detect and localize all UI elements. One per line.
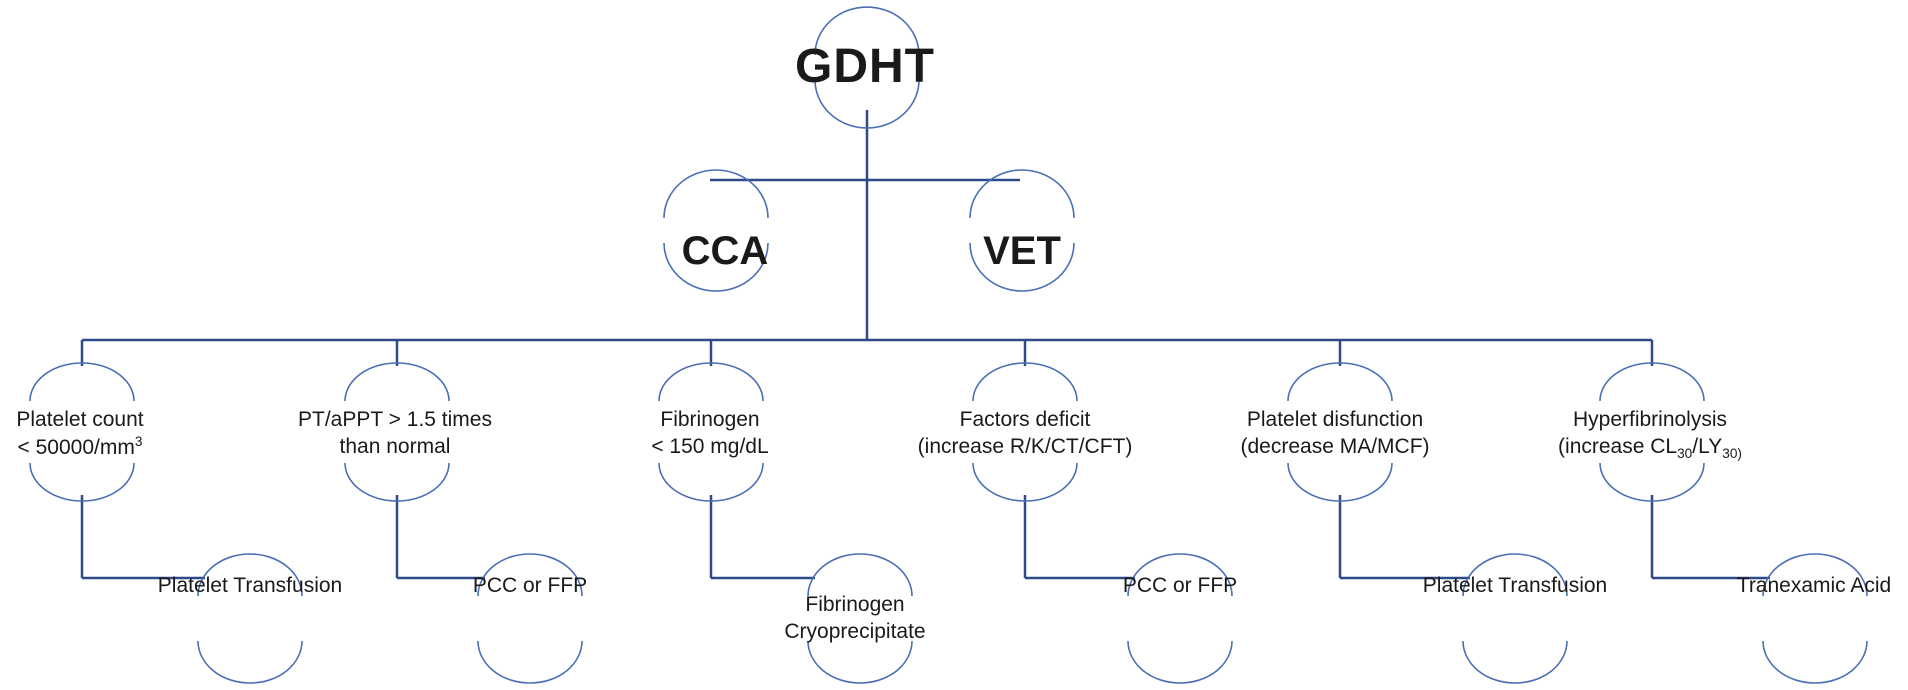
root-label: GDHT: [795, 40, 935, 93]
treatment-arc-bottom-4: [1462, 640, 1568, 684]
condition-line1: Platelet disfunction: [1246, 408, 1424, 431]
condition-line1: PT/aPPT > 1.5 times: [298, 408, 492, 431]
condition-line2: (increase CL30/LY30): [1558, 435, 1742, 462]
treatment-arc-top-2: [807, 553, 913, 597]
condition-platelet-disfunction: Platelet disfunction (decrease MA/MCF): [1220, 406, 1450, 461]
condition-arc-bottom-4: [1287, 462, 1393, 502]
condition-line1: Hyperfibrinolysis: [1572, 408, 1728, 431]
root-arc-bottom: [814, 79, 920, 129]
treatment-label: Platelet Transfusion: [1422, 574, 1608, 597]
condition-line2: < 50000/mm3: [17, 434, 143, 460]
treatment-platelet-transfusion-1: Platelet Transfusion: [150, 572, 350, 599]
condition-line1: Factors deficit: [959, 408, 1091, 431]
condition-arc-bottom-1: [344, 462, 450, 502]
condition-line1: Platelet count: [16, 408, 144, 431]
treatment-arc-bottom-1: [477, 640, 583, 684]
condition-fibrinogen: Fibrinogen < 150 mg/dL: [620, 406, 800, 461]
cca-arc-bottom: [663, 242, 769, 292]
treatment-platelet-transfusion-2: Platelet Transfusion: [1405, 572, 1625, 599]
node-vet: VET: [957, 225, 1087, 277]
condition-line2: < 150 mg/dL: [651, 435, 769, 459]
treatment-arc-top-3: [1127, 553, 1233, 597]
condition-line2: than normal: [339, 435, 451, 459]
condition-arc-top-0: [29, 362, 135, 402]
vet-label: VET: [983, 229, 1061, 273]
treatment-arc-top-0: [197, 553, 303, 597]
treatment-arc-bottom-0: [197, 640, 303, 684]
treatment-fibrinogen-cryo: Fibrinogen Cryoprecipitate: [760, 591, 950, 646]
treatment-pcc-ffp-1: PCC or FFP: [450, 572, 610, 599]
treatment-arc-top-4: [1462, 553, 1568, 597]
condition-line2: (decrease MA/MCF): [1240, 435, 1430, 459]
treatment-pcc-ffp-2: PCC or FFP: [1100, 572, 1260, 599]
treatment-label: Tranexamic Acid: [1736, 574, 1892, 597]
condition-arc-top-5: [1599, 362, 1705, 402]
condition-arc-bottom-5: [1599, 462, 1705, 502]
condition-arc-bottom-3: [972, 462, 1078, 502]
condition-line2: (increase R/K/CT/CFT): [917, 435, 1133, 459]
treatment-arc-bottom-3: [1127, 640, 1233, 684]
treatment-arc-top-5: [1762, 553, 1868, 597]
condition-arc-bottom-2: [658, 462, 764, 502]
cca-label: CCA: [681, 229, 769, 273]
condition-arc-top-2: [658, 362, 764, 402]
treatment-arc-top-1: [477, 553, 583, 597]
condition-pt-appt: PT/aPPT > 1.5 times than normal: [280, 406, 510, 461]
treatment-line1: Fibrinogen: [805, 593, 905, 616]
treatment-label: Platelet Transfusion: [157, 574, 343, 597]
condition-arc-bottom-0: [29, 462, 135, 502]
condition-arc-top-3: [972, 362, 1078, 402]
treatment-arc-bottom-2: [807, 640, 913, 684]
treatment-tranexamic-acid: Tranexamic Acid: [1720, 572, 1908, 599]
root-node-gdht: GDHT: [785, 36, 945, 98]
condition-line1: Fibrinogen: [660, 408, 760, 431]
condition-arc-top-1: [344, 362, 450, 402]
condition-arc-top-4: [1287, 362, 1393, 402]
condition-platelet-count: Platelet count < 50000/mm3: [0, 406, 165, 462]
treatment-label: PCC or FFP: [1122, 574, 1238, 597]
vet-arc-bottom: [969, 242, 1075, 292]
root-arc-top: [814, 6, 920, 56]
condition-hyperfibrinolysis: Hyperfibrinolysis (increase CL30/LY30): [1535, 406, 1765, 463]
vet-arc-top: [969, 169, 1075, 219]
treatment-label: PCC or FFP: [472, 574, 588, 597]
condition-factors-deficit: Factors deficit (increase R/K/CT/CFT): [910, 406, 1140, 461]
treatment-line2: Cryoprecipitate: [784, 620, 926, 644]
treatment-arc-bottom-5: [1762, 640, 1868, 684]
cca-arc-top: [663, 169, 769, 219]
node-cca: CCA: [660, 225, 790, 277]
